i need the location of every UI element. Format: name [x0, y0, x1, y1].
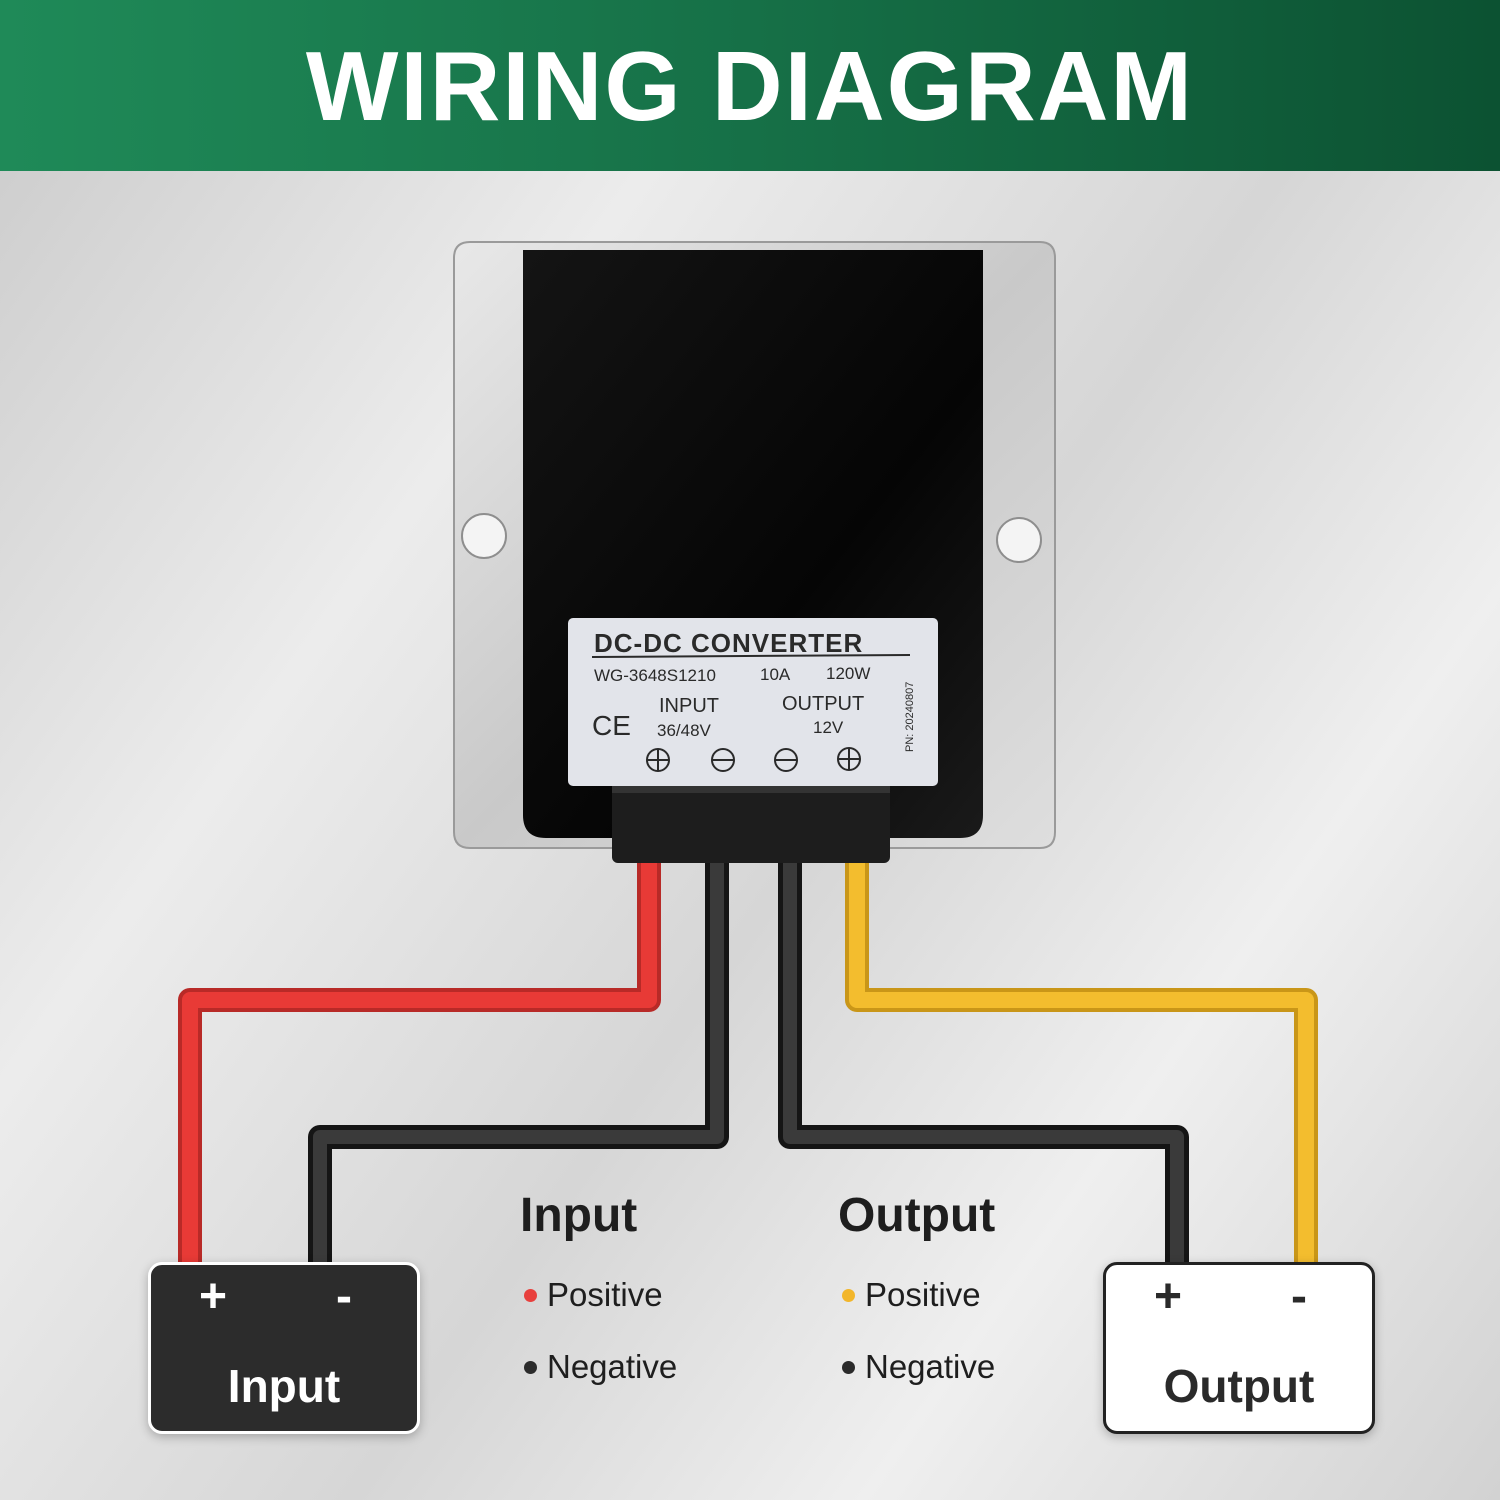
output-battery: + - Output — [1103, 1262, 1375, 1434]
input-minus-icon — [711, 748, 735, 772]
terminal-symbols — [646, 747, 861, 772]
wires — [178, 860, 1318, 1268]
yellow-dot-icon — [842, 1288, 855, 1302]
output-battery-label: Output — [1163, 1360, 1315, 1412]
output-minus-icon — [774, 748, 798, 772]
label-input-voltage: 36/48V — [657, 721, 712, 740]
output-minus-terminal: - — [1291, 1270, 1307, 1323]
label-model: WG-3648S1210 — [594, 666, 716, 685]
input-legend: Input Positive Negative — [520, 1188, 677, 1421]
label-output: OUTPUT — [782, 693, 864, 715]
black-dot-icon — [842, 1360, 855, 1374]
label-title: DC-DC CONVERTER — [594, 628, 863, 658]
input-negative-label: Negative — [547, 1348, 678, 1385]
output-plus-terminal: + — [1154, 1270, 1183, 1323]
black-dot-icon — [524, 1360, 537, 1374]
ce-mark: CE — [592, 710, 631, 741]
spec-label: DC-DC CONVERTER WG-3648S1210 10A 120W CE… — [568, 618, 938, 786]
left-mount-hole — [461, 513, 507, 559]
input-plus-terminal: + — [199, 1270, 228, 1323]
label-pn: PN: 20240807 — [904, 682, 916, 752]
label-output-voltage: 12V — [813, 718, 844, 737]
output-negative-label: Negative — [865, 1348, 996, 1385]
label-current: 10A — [760, 665, 791, 684]
red-dot-icon — [524, 1288, 537, 1302]
input-minus-terminal: - — [336, 1270, 352, 1323]
output-negative-item: Negative — [838, 1348, 996, 1385]
input-battery-label: Input — [227, 1360, 341, 1412]
cable-gland — [612, 785, 890, 863]
input-positive-label: Positive — [547, 1276, 663, 1313]
label-input: INPUT — [659, 695, 719, 717]
output-plus-icon — [837, 747, 861, 771]
right-mount-hole — [996, 517, 1042, 563]
input-positive-item: Positive — [520, 1276, 677, 1313]
output-legend: Output Positive Negative — [838, 1188, 995, 1421]
input-negative-item: Negative — [520, 1348, 678, 1385]
page-title: WIRING DIAGRAM — [305, 30, 1195, 141]
label-power: 120W — [826, 664, 870, 683]
output-positive-item: Positive — [838, 1276, 995, 1313]
input-battery: + - Input — [148, 1262, 420, 1434]
header-banner: WIRING DIAGRAM — [0, 0, 1500, 171]
input-plus-icon — [646, 748, 670, 772]
input-legend-title: Input — [520, 1189, 638, 1242]
dc-dc-converter: DC-DC CONVERTER WG-3648S1210 10A 120W CE… — [453, 241, 1056, 863]
output-positive-label: Positive — [865, 1276, 981, 1313]
output-legend-title: Output — [838, 1189, 996, 1242]
